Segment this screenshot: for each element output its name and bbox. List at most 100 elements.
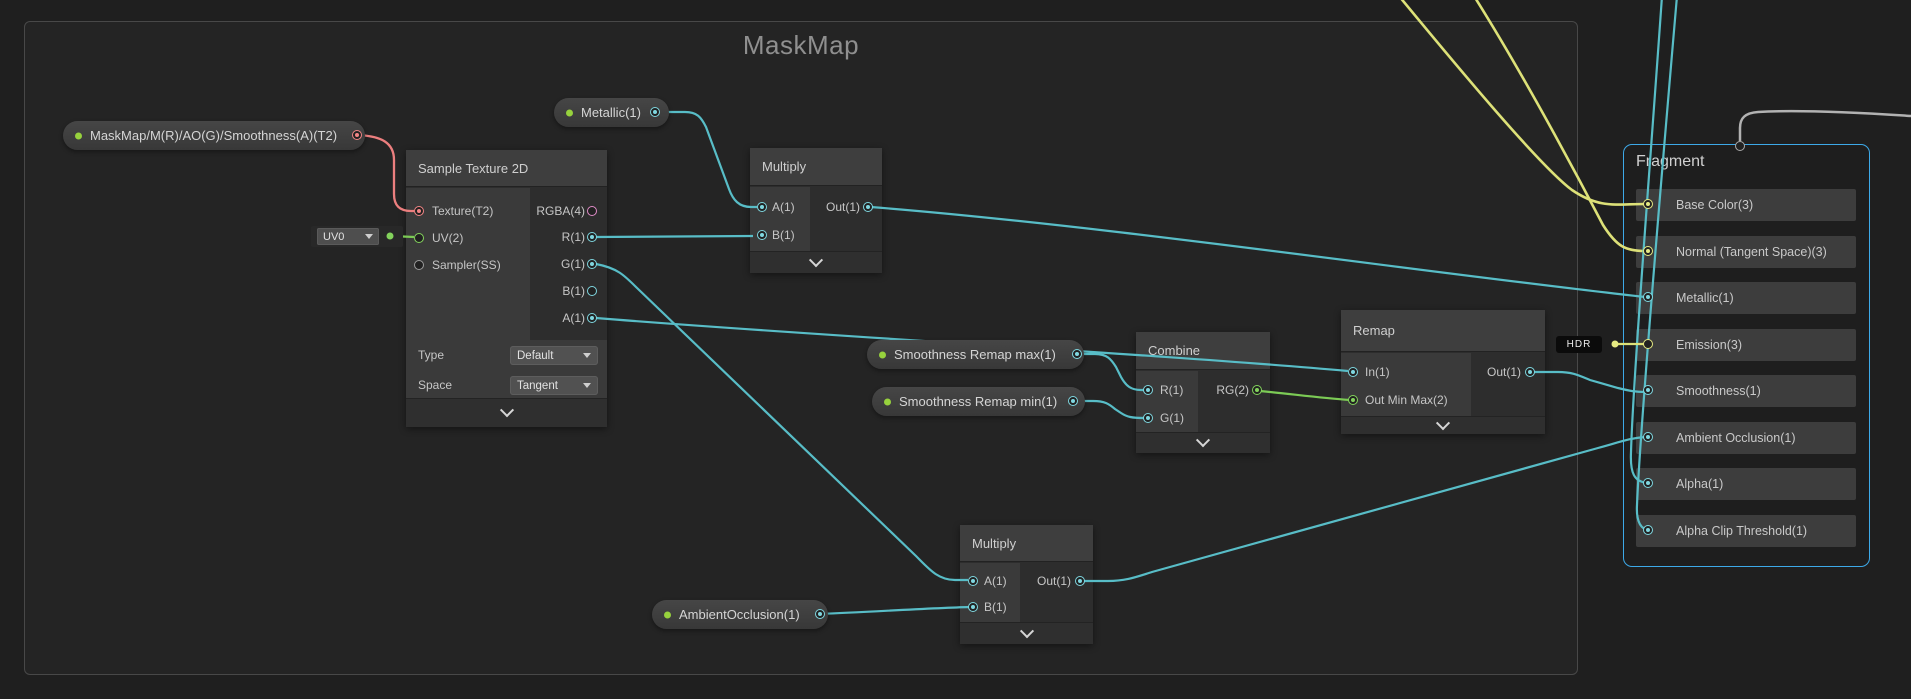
fragment-title: Fragment [1636,153,1705,170]
port-label-texture: Texture(T2) [432,204,494,218]
dropdown-arrow-icon [365,234,373,239]
node-title: Remap [1341,310,1545,352]
property-pill-ambient-occlusion[interactable]: AmbientOcclusion(1) [652,600,828,629]
property-pill-maskmap[interactable]: MaskMap/M(R)/AO(G)/Smoothness(A)(T2) [63,121,366,150]
port-maskmap-pill-out[interactable] [352,130,362,140]
space-dropdown[interactable]: Tangent [510,376,598,395]
exposed-dot-icon [884,398,891,405]
port-a-output[interactable] [587,313,597,323]
space-label: Space [418,378,453,392]
port-label-b: B(1) [984,600,1007,614]
node-remap[interactable]: Remap In(1) Out Min Max(2) Out(1) [1341,310,1545,434]
type-dropdown[interactable]: Default [510,346,598,365]
node-title: Combine [1136,332,1270,370]
node-multiply-bottom[interactable]: Multiply A(1) B(1) Out(1) [960,525,1093,644]
property-pill-smoothness-remap-max[interactable]: Smoothness Remap max(1) [867,340,1084,369]
port-remap-in[interactable] [1348,367,1358,377]
port-label-rgba: RGBA(4) [536,204,585,218]
node-combine[interactable]: Combine R(1) G(1) RG(2) [1136,332,1270,453]
port-emission[interactable] [1643,339,1653,349]
port-normal[interactable] [1643,246,1653,256]
fragment-row-smoothness[interactable]: Smoothness(1) [1636,375,1856,407]
chevron-down-icon [1435,415,1451,430]
port-smoothmin-pill-out[interactable] [1068,396,1078,406]
node-multiply-top[interactable]: Multiply A(1) B(1) Out(1) [750,148,882,273]
fragment-row-base-color[interactable]: Base Color(3) [1636,189,1856,221]
port-remap-out[interactable] [1525,367,1535,377]
fragment-top-connector[interactable] [1735,141,1745,151]
fragment-row-ambient-occlusion[interactable]: Ambient Occlusion(1) [1636,422,1856,454]
fragment-row-alpha-clip-threshold[interactable]: Alpha Clip Threshold(1) [1636,515,1856,547]
port-fragment-smoothness[interactable] [1643,385,1653,395]
port-multiply-bottom-out[interactable] [1075,576,1085,586]
port-label-sampler: Sampler(SS) [432,258,501,272]
hdr-default-dot-icon [1611,340,1619,348]
group-title: MaskMap [742,30,860,60]
exposed-dot-icon [664,611,671,618]
port-g-output[interactable] [587,259,597,269]
port-sampler-input[interactable] [414,260,424,270]
port-combine-rg-out[interactable] [1252,385,1262,395]
port-b-output[interactable] [587,286,597,296]
port-multiply-top-out[interactable] [863,202,873,212]
port-label-in: In(1) [1365,365,1390,379]
collapse-button[interactable] [406,398,607,427]
port-r-output[interactable] [587,232,597,242]
input-column [750,187,810,251]
port-label-a: A(1) [984,574,1007,588]
port-multiply-bottom-b[interactable] [968,602,978,612]
exposed-dot-icon [75,132,82,139]
port-label-out: Out(1) [825,200,860,214]
uv-channel-widget: UV0 [311,226,403,247]
chevron-down-icon [1019,623,1034,638]
port-label-b: B(1) [562,284,585,298]
chevron-down-icon [1195,433,1211,448]
port-ao-pill-out[interactable] [815,609,825,619]
port-texture-input[interactable] [414,206,424,216]
port-label-rg: RG(2) [1216,383,1249,397]
fragment-row-emission[interactable]: Emission(3) [1636,329,1856,361]
port-uv-input[interactable] [414,233,424,243]
type-value: Default [517,349,554,362]
node-title: Multiply [960,525,1093,562]
fragment-block[interactable]: Fragment Base Color(3) Normal (Tangent S… [1623,144,1870,567]
fragment-row-normal[interactable]: Normal (Tangent Space)(3) [1636,236,1856,268]
collapse-button[interactable] [1136,432,1270,453]
uv-default-dot-icon [386,232,394,240]
port-metallic-pill-out[interactable] [650,107,660,117]
port-fragment-metallic[interactable] [1643,292,1653,302]
uv-channel-dropdown[interactable]: UV0 [317,228,379,245]
port-combine-g[interactable] [1143,413,1153,423]
collapse-button[interactable] [1341,415,1545,434]
port-multiply-top-b[interactable] [757,230,767,240]
port-multiply-bottom-a[interactable] [968,576,978,586]
dropdown-arrow-icon [583,383,591,388]
hdr-badge[interactable]: HDR [1556,336,1602,353]
port-multiply-top-a[interactable] [757,202,767,212]
collapse-button[interactable] [960,622,1093,644]
port-label-g: G(1) [1160,411,1184,425]
port-rgba-output[interactable] [587,206,597,216]
property-pill-smoothness-remap-min[interactable]: Smoothness Remap min(1) [872,387,1086,416]
port-smoothmax-pill-out[interactable] [1072,349,1082,359]
port-label-g: G(1) [561,257,585,271]
port-fragment-alpha-clip[interactable] [1643,525,1653,535]
node-title: Multiply [750,148,882,186]
port-label-r: R(1) [561,230,585,244]
collapse-button[interactable] [750,251,882,273]
exposed-dot-icon [879,351,886,358]
fragment-row-alpha[interactable]: Alpha(1) [1636,468,1856,500]
port-remap-outminmax[interactable] [1348,395,1358,405]
fragment-row-metallic[interactable]: Metallic(1) [1636,282,1856,314]
port-label-r: R(1) [1160,383,1184,397]
port-fragment-alpha[interactable] [1643,478,1653,488]
port-combine-r[interactable] [1143,385,1153,395]
port-base-color[interactable] [1643,199,1653,209]
port-fragment-ambient-occlusion[interactable] [1643,432,1653,442]
port-label-b: B(1) [772,228,795,242]
port-label-uv: UV(2) [432,231,464,245]
node-sample-texture-2d[interactable]: Sample Texture 2D Texture(T2) UV(2) Samp… [406,150,607,427]
